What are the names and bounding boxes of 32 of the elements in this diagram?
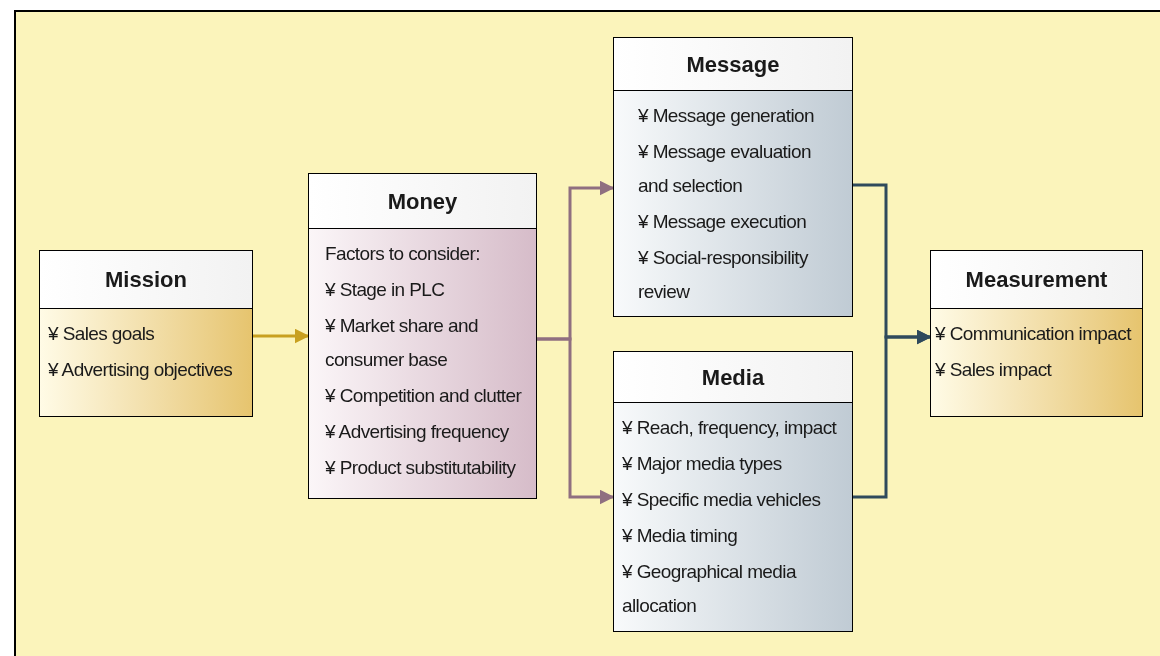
box-heading: Money xyxy=(309,174,536,229)
bullet-item: ¥ Stage in PLC xyxy=(325,278,446,302)
arrow xyxy=(537,337,615,505)
bullet-item: ¥ Sales goals xyxy=(48,322,156,346)
bullet-item: ¥ Major media types xyxy=(622,452,783,476)
box-heading: Message xyxy=(614,38,852,91)
bullet-item: ¥ Advertising objectives xyxy=(48,358,234,382)
bullet-item: ¥ Message generation xyxy=(638,104,815,128)
box-heading: Measurement xyxy=(931,251,1142,309)
arrow xyxy=(253,328,310,344)
bullet-item: ¥ Advertising frequency xyxy=(325,420,510,444)
bullet-item: ¥ Social-responsibility review xyxy=(638,246,810,304)
arrow xyxy=(853,329,932,499)
stage-box xyxy=(39,250,253,417)
bullet-item: ¥ Specific media vehicles xyxy=(622,488,822,512)
bullet-item: ¥ Competition and clutter xyxy=(325,384,523,408)
bullet-item: Factors to consider: xyxy=(325,242,481,266)
bullet-item: ¥ Market share and consumer base xyxy=(325,314,479,372)
stage-box xyxy=(613,351,853,632)
bullet-item: ¥ Message evaluation and selection xyxy=(638,140,812,198)
box-heading: Mission xyxy=(40,251,252,309)
stage-box xyxy=(613,37,853,317)
bullet-item: ¥ Communication impact xyxy=(935,322,1133,346)
bullet-item: ¥ Reach, frequency, impact xyxy=(622,416,838,440)
bullet-item: ¥ Media timing xyxy=(622,524,739,548)
stage-box xyxy=(930,250,1143,417)
bullet-item: ¥ Sales impact xyxy=(935,358,1053,382)
bullet-item: ¥ Message execution xyxy=(638,210,808,234)
bullet-item: ¥ Product substitutability xyxy=(325,456,517,480)
bullet-item: ¥ Geographical media allocation xyxy=(622,560,798,618)
box-heading: Media xyxy=(614,352,852,403)
stage-box xyxy=(308,173,537,499)
